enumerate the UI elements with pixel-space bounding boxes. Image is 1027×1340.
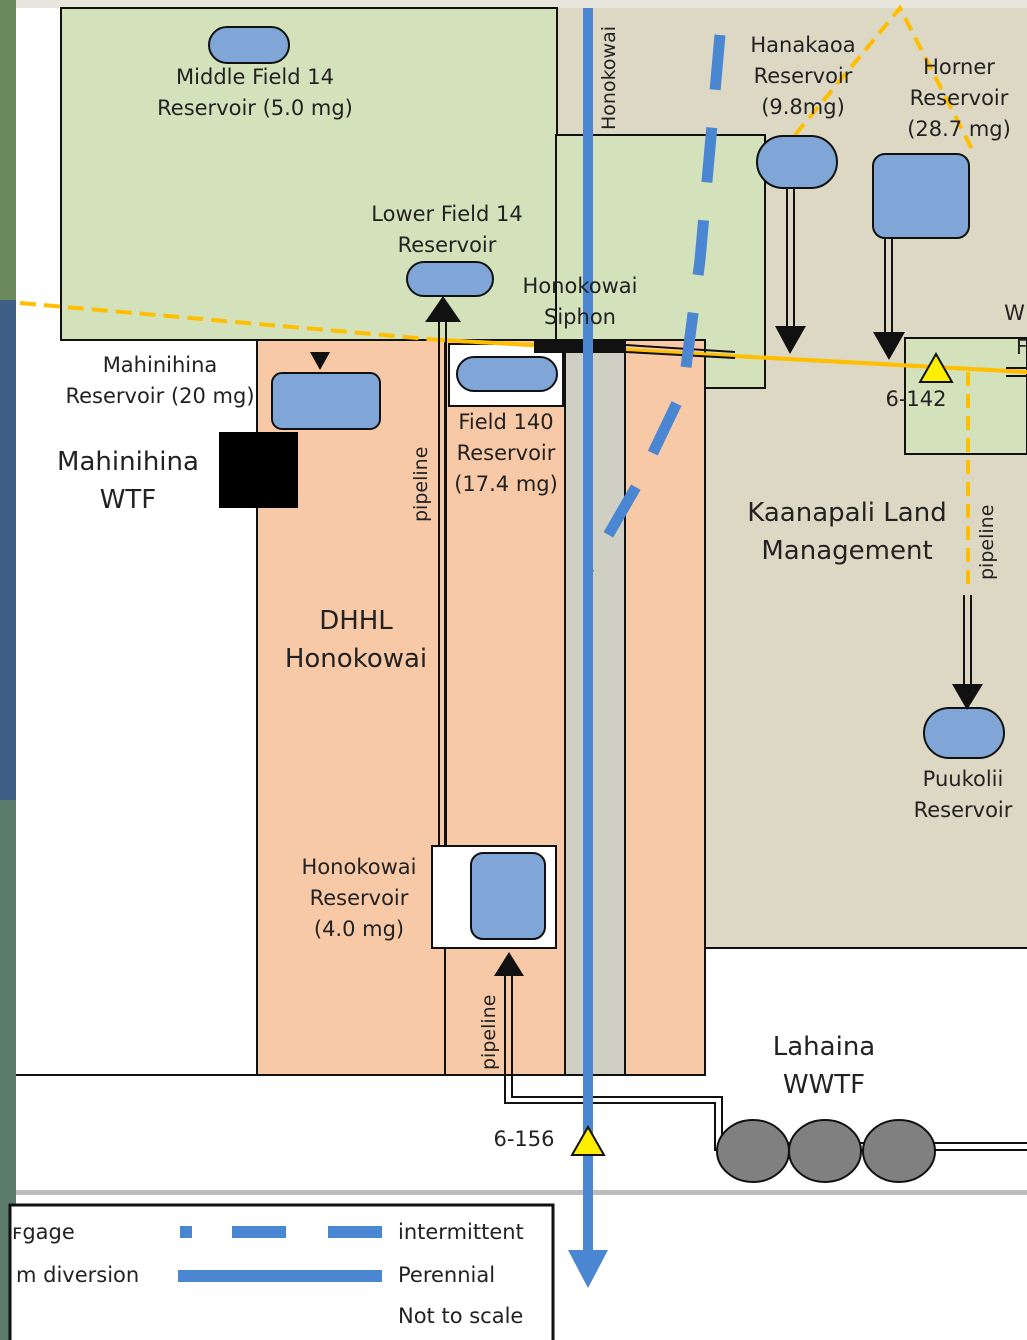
stream-name-label: Honokowai bbox=[598, 26, 620, 130]
dhhl-honokowai-parcel bbox=[256, 339, 706, 1076]
lower-field-14-reservoir bbox=[406, 261, 494, 297]
legend-gage-label: ꜰgage bbox=[12, 1220, 75, 1244]
flow-arrows bbox=[310, 296, 983, 976]
legend-diversion-label: m diversion bbox=[16, 1263, 140, 1287]
gage-6-156 bbox=[570, 1124, 606, 1156]
stream-flow-arrow bbox=[568, 1250, 608, 1288]
honokowai-siphon bbox=[534, 341, 626, 353]
horner-reservoir bbox=[872, 153, 970, 239]
legend-perennial-sample bbox=[178, 1270, 382, 1282]
puukolii-reservoir bbox=[923, 707, 1005, 759]
legend-perennial-label: Perennial bbox=[398, 1263, 496, 1287]
stream-corridor bbox=[564, 339, 626, 1076]
gage-6-142 bbox=[918, 351, 954, 383]
intermittent-stream bbox=[583, 34, 726, 573]
mahinihina-reservoir bbox=[271, 372, 381, 430]
middle-field-14-reservoir bbox=[208, 26, 290, 64]
pipeline-label-kaanapali: pipeline bbox=[976, 504, 998, 580]
pipeline-label-dhhl: pipeline bbox=[410, 446, 432, 522]
gage-6-142-label: 6-142 bbox=[885, 387, 947, 411]
gage-6-156-label: 6-156 bbox=[493, 1127, 555, 1151]
lahaina-wwtf bbox=[716, 1119, 936, 1183]
legend-scale-note: Not to scale bbox=[398, 1304, 524, 1328]
field-140-reservoir bbox=[456, 356, 558, 392]
hanakaoa-reservoir bbox=[756, 135, 838, 189]
edge-f-label: F bbox=[1016, 335, 1027, 359]
edge-w-label: W bbox=[1004, 301, 1025, 325]
pipeline-label-bottom: pipeline bbox=[478, 994, 500, 1070]
mahinihina-wtf bbox=[219, 432, 298, 508]
legend-intermittent-label: intermittent bbox=[398, 1220, 524, 1244]
legend-intermittent-sample bbox=[180, 1226, 382, 1238]
honokowai-reservoir bbox=[470, 852, 546, 940]
